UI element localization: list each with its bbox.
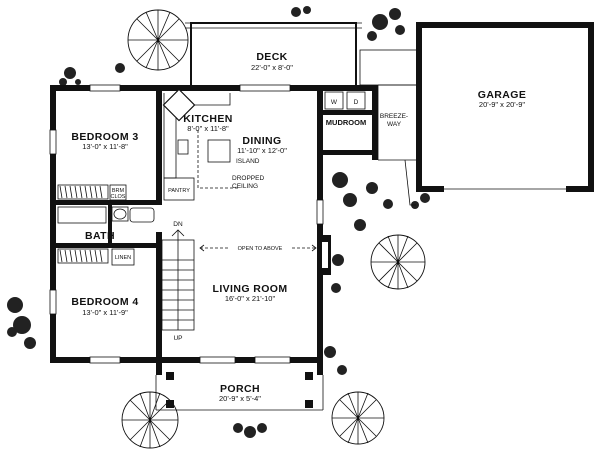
open-to-above-arrows bbox=[199, 244, 317, 252]
stairs bbox=[161, 229, 195, 331]
tree-right-side bbox=[370, 234, 426, 290]
open-to-above-label: OPEN TO ABOVE bbox=[238, 246, 283, 252]
deck-label: DECK bbox=[256, 51, 287, 63]
brm-clos-label-1: BRM bbox=[112, 188, 125, 194]
deck-size: 22'-0" x 8'-0" bbox=[251, 63, 293, 72]
kitchen-size: 8'-0" x 11'-8" bbox=[187, 124, 229, 133]
mudroom-label: MUDROOM bbox=[326, 118, 366, 127]
porch bbox=[155, 372, 324, 411]
dryer-label: D bbox=[354, 99, 359, 106]
breezeway-label-1: BREEZE- bbox=[380, 113, 408, 120]
dropped-ceiling-label-2: CEILING bbox=[232, 183, 258, 190]
garage bbox=[416, 22, 594, 192]
tree-top-left bbox=[127, 9, 189, 71]
bedroom3-size: 13'-0" x 11'-8" bbox=[82, 142, 128, 151]
porch-label: PORCH bbox=[220, 383, 260, 395]
stair-up-label: UP bbox=[173, 335, 182, 342]
fireplace bbox=[319, 235, 331, 275]
stair-down-label: DN bbox=[173, 221, 183, 228]
bedroom3-label: BEDROOM 3 bbox=[71, 131, 138, 143]
shrubs bbox=[7, 6, 430, 438]
bath-label: BATH bbox=[85, 230, 115, 242]
porch-size: 20'-9" x 5'-4" bbox=[219, 394, 261, 403]
bedroom-closets bbox=[57, 184, 135, 266]
interior-walls bbox=[50, 85, 372, 357]
living-room-size: 16'-0" x 21'-10" bbox=[225, 294, 276, 303]
breezeway bbox=[377, 84, 416, 206]
garage-label: GARAGE bbox=[478, 89, 527, 101]
kitchen-label: KITCHEN bbox=[183, 113, 232, 125]
bath-fixtures bbox=[57, 206, 155, 224]
tree-bottom-right bbox=[331, 391, 385, 445]
dining-label: DINING bbox=[242, 135, 281, 147]
windows bbox=[49, 84, 324, 364]
washer-label: W bbox=[331, 99, 338, 106]
deck bbox=[185, 22, 419, 86]
pantry-label: PANTRY bbox=[168, 188, 190, 194]
laundry bbox=[324, 91, 366, 110]
dining-size: 11'-10" x 12'-0" bbox=[237, 146, 287, 155]
breezeway-label-2: WAY bbox=[387, 121, 402, 128]
linen-label: LINEN bbox=[115, 255, 131, 261]
dropped-ceiling-label-1: DROPPED bbox=[232, 175, 264, 182]
living-room-label: LIVING ROOM bbox=[213, 283, 288, 295]
garage-size: 20'-9" x 20'-9" bbox=[479, 100, 525, 109]
brm-clos-label-2: CLOS bbox=[111, 194, 126, 200]
tree-bottom-left bbox=[121, 391, 179, 449]
bedroom4-label: BEDROOM 4 bbox=[71, 296, 138, 308]
bedroom4-size: 13'-0" x 11'-9" bbox=[82, 308, 128, 317]
kitchen-counters bbox=[162, 88, 240, 201]
island-label: ISLAND bbox=[236, 158, 260, 165]
